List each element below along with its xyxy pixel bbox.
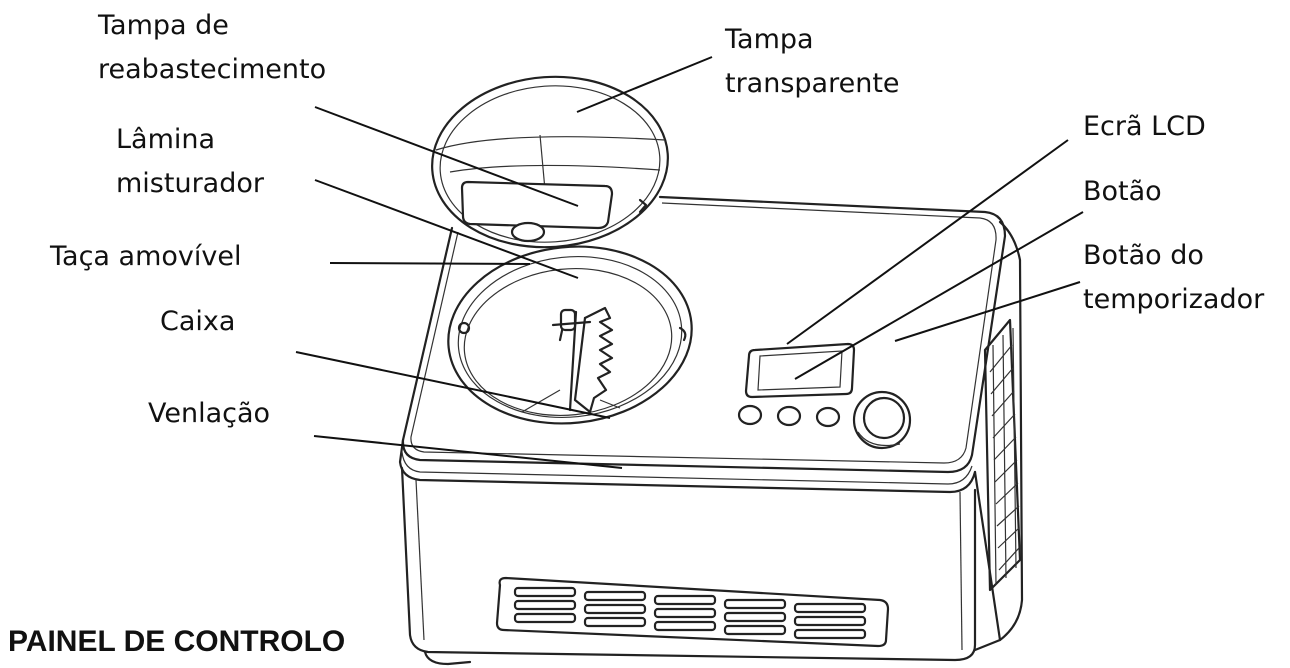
side-vent-grille — [983, 318, 1022, 592]
label-refill-lid-line-2: reabastecimento — [98, 54, 327, 85]
leader-removable-bowl — [329, 262, 531, 265]
right-side-panel — [973, 220, 1024, 652]
control-button-3 — [815, 406, 841, 428]
section-title: PAINEL DE CONTROLO — [8, 625, 346, 658]
label-timer-button: Botão do temporizador — [1083, 234, 1264, 322]
leader-timer-button — [894, 281, 1081, 342]
timer-knob — [852, 390, 912, 450]
label-refill-lid-line-1: Tampa de — [98, 10, 229, 41]
leader-button — [794, 211, 1084, 380]
leader-transparent-lid — [576, 56, 713, 113]
leader-housing — [295, 351, 611, 419]
label-button-line-1: Botão — [1083, 176, 1162, 207]
label-transparent-lid: Tampa transparente — [725, 18, 900, 106]
label-mixing-blade-line-1: Lâmina — [116, 124, 216, 155]
label-ventilation: Venlação — [148, 392, 270, 436]
transparent-lid — [431, 75, 669, 249]
label-housing-line-1: Caixa — [160, 306, 236, 337]
top-surface — [401, 195, 1007, 474]
label-mixing-blade-line-2: misturador — [116, 168, 264, 199]
label-lcd-screen-line-1: Ecrã LCD — [1083, 111, 1206, 142]
label-housing: Caixa — [160, 300, 235, 344]
label-timer-button-line-1: Botão do — [1083, 240, 1204, 271]
label-mixing-blade: Lâmina misturador — [116, 118, 264, 206]
front-face — [400, 466, 977, 662]
leader-ventilation — [313, 435, 623, 469]
label-removable-bowl: Taça amovível — [50, 235, 241, 279]
front-vent-grille — [495, 576, 890, 648]
refill-hatch — [460, 180, 614, 230]
label-refill-lid: Tampa de reabastecimento — [98, 4, 326, 92]
leader-mixing-blade — [314, 179, 579, 279]
label-transparent-lid-line-1: Tampa — [725, 24, 814, 55]
mixing-blade — [521, 306, 621, 414]
leader-lcd-screen — [786, 139, 1069, 345]
control-button-1 — [737, 404, 763, 426]
label-removable-bowl-line-1: Taça amovível — [50, 241, 242, 272]
control-button-2 — [776, 405, 802, 427]
label-transparent-lid-line-2: transparente — [725, 68, 900, 99]
label-button: Botão — [1083, 170, 1162, 214]
lcd-screen — [744, 342, 856, 399]
leader-refill-lid — [314, 106, 579, 207]
label-ventilation-line-1: Venlação — [148, 398, 271, 429]
label-lcd-screen: Ecrã LCD — [1083, 105, 1206, 149]
label-timer-button-line-2: temporizador — [1083, 284, 1265, 315]
